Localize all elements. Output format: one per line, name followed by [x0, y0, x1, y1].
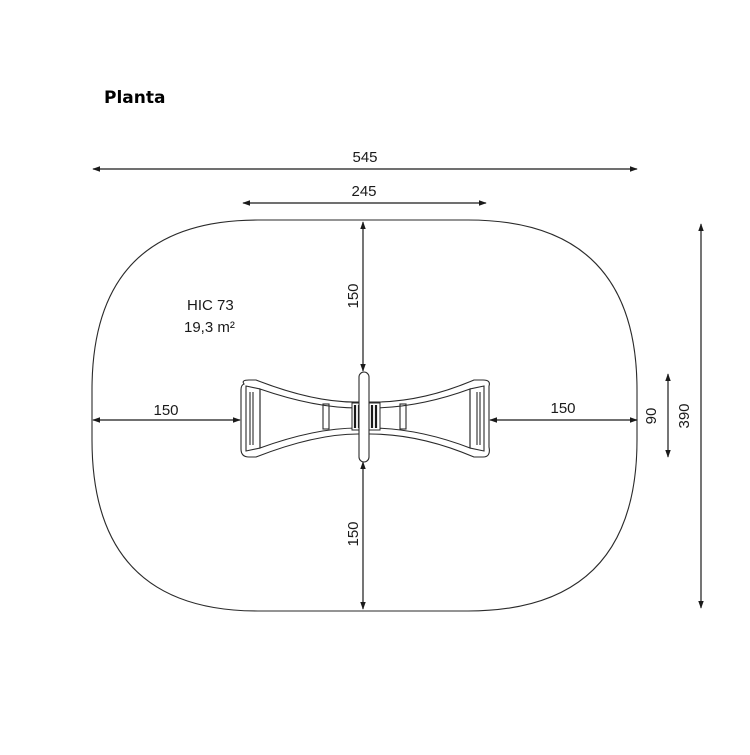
dimension-label-top-clearance: 150 — [345, 283, 362, 308]
dimension-label-equipment-width: 90 — [643, 408, 660, 425]
dimension-label-left-clearance: 150 — [153, 402, 178, 419]
seesaw-beam-outline — [240, 379, 490, 458]
pivot-bar — [358, 371, 370, 463]
dimension-label-right-clearance: 150 — [550, 400, 575, 417]
right-handle — [399, 403, 407, 430]
seesaw-equipment — [240, 371, 490, 463]
dimension-label-bottom-clearance: 150 — [345, 521, 362, 546]
dimension-label-equipment-length: 245 — [351, 183, 376, 200]
page-title: Planta — [104, 88, 166, 108]
dimension-label-overall-width: 545 — [352, 149, 377, 166]
area-size: 19,3 m² — [184, 319, 235, 336]
safety-area-outline — [91, 219, 638, 612]
left-handle — [322, 403, 330, 430]
left-seat — [245, 385, 261, 452]
right-seat — [469, 385, 485, 452]
dimension-label-overall-height: 390 — [676, 403, 693, 428]
area-code: HIC 73 — [187, 297, 234, 314]
